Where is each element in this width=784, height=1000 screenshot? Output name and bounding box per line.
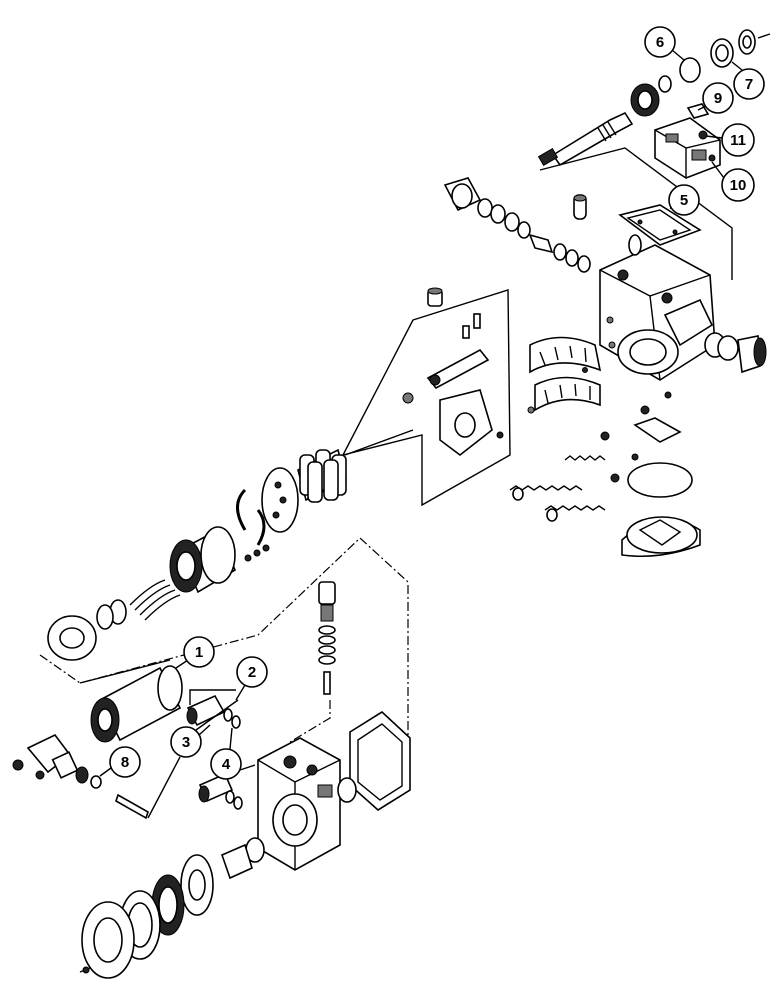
control-block-group xyxy=(654,103,721,179)
callout-10: 10 xyxy=(711,161,755,202)
relief-valves xyxy=(186,689,243,810)
end-cap-housing xyxy=(257,737,341,871)
gasket xyxy=(337,710,411,811)
valve-spool-group xyxy=(443,177,591,273)
callout-7: 7 xyxy=(731,61,765,100)
callout-5-label: 5 xyxy=(680,192,688,209)
callout-11: 11 xyxy=(705,123,755,157)
center-bracket-outline xyxy=(341,289,511,507)
callout-1-label: 1 xyxy=(195,644,203,661)
cover-plate xyxy=(573,194,702,256)
callout-6: 6 xyxy=(644,26,685,61)
callout-2: 2 xyxy=(235,656,268,701)
callout-8-label: 8 xyxy=(121,754,129,771)
callout-10-label: 10 xyxy=(730,177,747,194)
servo-piston-group xyxy=(402,287,535,457)
callout-9: 9 xyxy=(697,82,734,114)
callout-2-label: 2 xyxy=(248,664,256,681)
callout-1: 1 xyxy=(175,636,215,669)
callout-4: 4 xyxy=(210,727,256,780)
control-springs xyxy=(509,431,620,522)
callout-5: 5 xyxy=(668,184,700,216)
rotating-group xyxy=(47,448,347,661)
cradle-bearings xyxy=(529,336,602,412)
callout-6-label: 6 xyxy=(656,34,664,51)
leader-dashed-1 xyxy=(39,537,409,740)
callout-9-label: 9 xyxy=(714,90,722,107)
callout-7-label: 7 xyxy=(745,76,753,93)
callout-3: 3 xyxy=(147,724,211,819)
lower-right-parts xyxy=(621,391,701,558)
callout-8: 8 xyxy=(99,746,141,778)
drive-shaft-group xyxy=(537,29,771,167)
callout-3-label: 3 xyxy=(182,734,190,751)
callout-11-label: 11 xyxy=(730,132,746,149)
charge-pump-group xyxy=(12,665,183,820)
callout-4-label: 4 xyxy=(222,756,231,773)
lower-bearing-stack xyxy=(79,837,265,979)
main-housing xyxy=(599,244,716,381)
charge-relief-stack xyxy=(289,581,336,743)
